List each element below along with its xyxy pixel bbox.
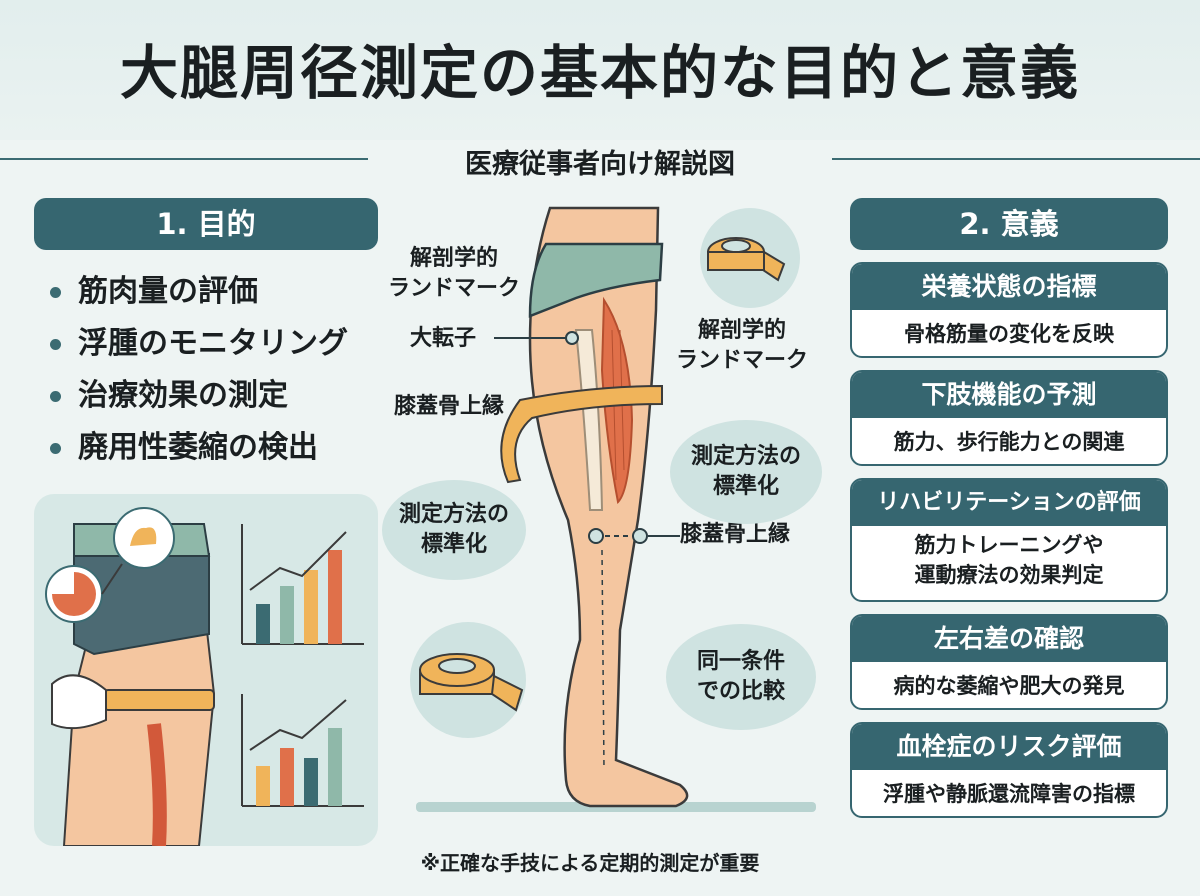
significance-card: 栄養状態の指標 骨格筋量の変化を反映	[850, 262, 1168, 358]
patella-marker-right	[632, 528, 648, 544]
anatomical-landmark-label-right: 解剖学的 ランドマーク	[676, 318, 809, 373]
thigh-measuring-illustration	[45, 507, 364, 846]
standardization-bubble-left: 測定方法の 標準化	[382, 480, 526, 580]
greater-trochanter-marker	[565, 331, 579, 345]
significance-card-desc: 骨格筋量の変化を反映	[904, 322, 1114, 346]
subtitle-divider-left	[0, 158, 368, 160]
muscle-shape	[147, 723, 167, 846]
purpose-item: 治療効果の測定	[46, 370, 386, 422]
purpose-item: 浮腫のモニタリング	[46, 318, 386, 370]
significance-card-title: 左右差の確認	[852, 616, 1166, 662]
greater-trochanter-label: 大転子	[410, 326, 477, 351]
page-title: 大腿周径測定の基本的な目的と意義	[119, 39, 1080, 107]
measurement-guide-line	[601, 549, 605, 771]
bullet-icon	[50, 391, 61, 402]
gloved-hand-icon	[51, 674, 107, 730]
purpose-list: 筋肉量の評価 浮腫のモニタリング 治療効果の測定 廃用性萎縮の検出	[46, 266, 386, 474]
anatomical-landmark-label-left: 解剖学的 ランドマーク	[388, 246, 521, 301]
tape-roll-icon-bottom	[419, 653, 524, 712]
purpose-item-label: 廃用性萎縮の検出	[78, 430, 318, 465]
purpose-item-label: 筋肉量の評価	[78, 274, 258, 309]
bullet-icon	[50, 287, 61, 298]
tape-measure-on-thigh	[500, 384, 663, 484]
bullet-icon	[50, 443, 61, 454]
bubble-text: 測定方法の 標準化	[690, 444, 801, 499]
tape-measure-icon	[103, 689, 215, 711]
significance-card-desc: 病的な萎縮や肥大の発見	[893, 674, 1125, 698]
footer-note: ※正確な手技による定期的測定が重要	[420, 851, 760, 875]
significance-card: 左右差の確認 病的な萎縮や肥大の発見	[850, 614, 1168, 710]
significance-card: リハビリテーションの評価 筋力トレーニングや 運動療法の効果判定	[850, 478, 1168, 602]
purpose-item: 筋肉量の評価	[46, 266, 386, 318]
significance-header: 2. 意義	[850, 198, 1168, 250]
leg-anatomy-diagram	[410, 206, 816, 812]
significance-card: 下肢機能の予測 筋力、歩行能力との関連	[850, 370, 1168, 466]
purpose-item: 廃用性萎縮の検出	[46, 422, 386, 474]
page-subtitle: 医療従事者向け解説図	[465, 149, 735, 180]
significance-card-title: 栄養状態の指標	[852, 264, 1166, 310]
tape-roll-icon-top	[707, 237, 786, 282]
purpose-item-label: 治療効果の測定	[78, 378, 288, 413]
significance-card-desc: 浮腫や静脈還流障害の指標	[883, 782, 1135, 806]
significance-card-title: 下肢機能の予測	[852, 372, 1166, 418]
significance-card: 血栓症のリスク評価 浮腫や静脈還流障害の指標	[850, 722, 1168, 818]
subtitle-row: 医療従事者向け解説図	[0, 138, 1200, 184]
significance-card-title: 血栓症のリスク評価	[852, 724, 1166, 770]
bubble-text: 同一条件 での比較	[696, 649, 785, 704]
same-condition-bubble: 同一条件 での比較	[666, 624, 816, 730]
purpose-header: 1. 目的	[34, 198, 378, 250]
shorts-shape	[528, 242, 664, 318]
subtitle-divider-right	[832, 158, 1200, 160]
bar-chart-icon-bottom	[241, 694, 364, 807]
patella-upper-edge-label-right: 膝蓋骨上縁	[680, 522, 791, 547]
patella-marker-left	[588, 528, 604, 544]
significance-card-desc: 筋力、歩行能力との関連	[893, 430, 1125, 454]
bar-chart-icon-top	[241, 524, 364, 645]
bubble-text: 測定方法の 標準化	[398, 502, 509, 557]
patella-upper-edge-label-left: 膝蓋骨上縁	[394, 394, 505, 419]
measurement-illustration	[34, 494, 378, 846]
standardization-bubble-right: 測定方法の 標準化	[670, 420, 822, 524]
bullet-icon	[50, 339, 61, 350]
significance-card-desc: 筋力トレーニングや 運動療法の効果判定	[914, 533, 1104, 587]
title-band	[0, 0, 1200, 140]
purpose-item-label: 浮腫のモニタリング	[78, 326, 348, 361]
femur-bone	[574, 329, 604, 511]
significance-card-title: リハビリテーションの評価	[852, 480, 1166, 526]
